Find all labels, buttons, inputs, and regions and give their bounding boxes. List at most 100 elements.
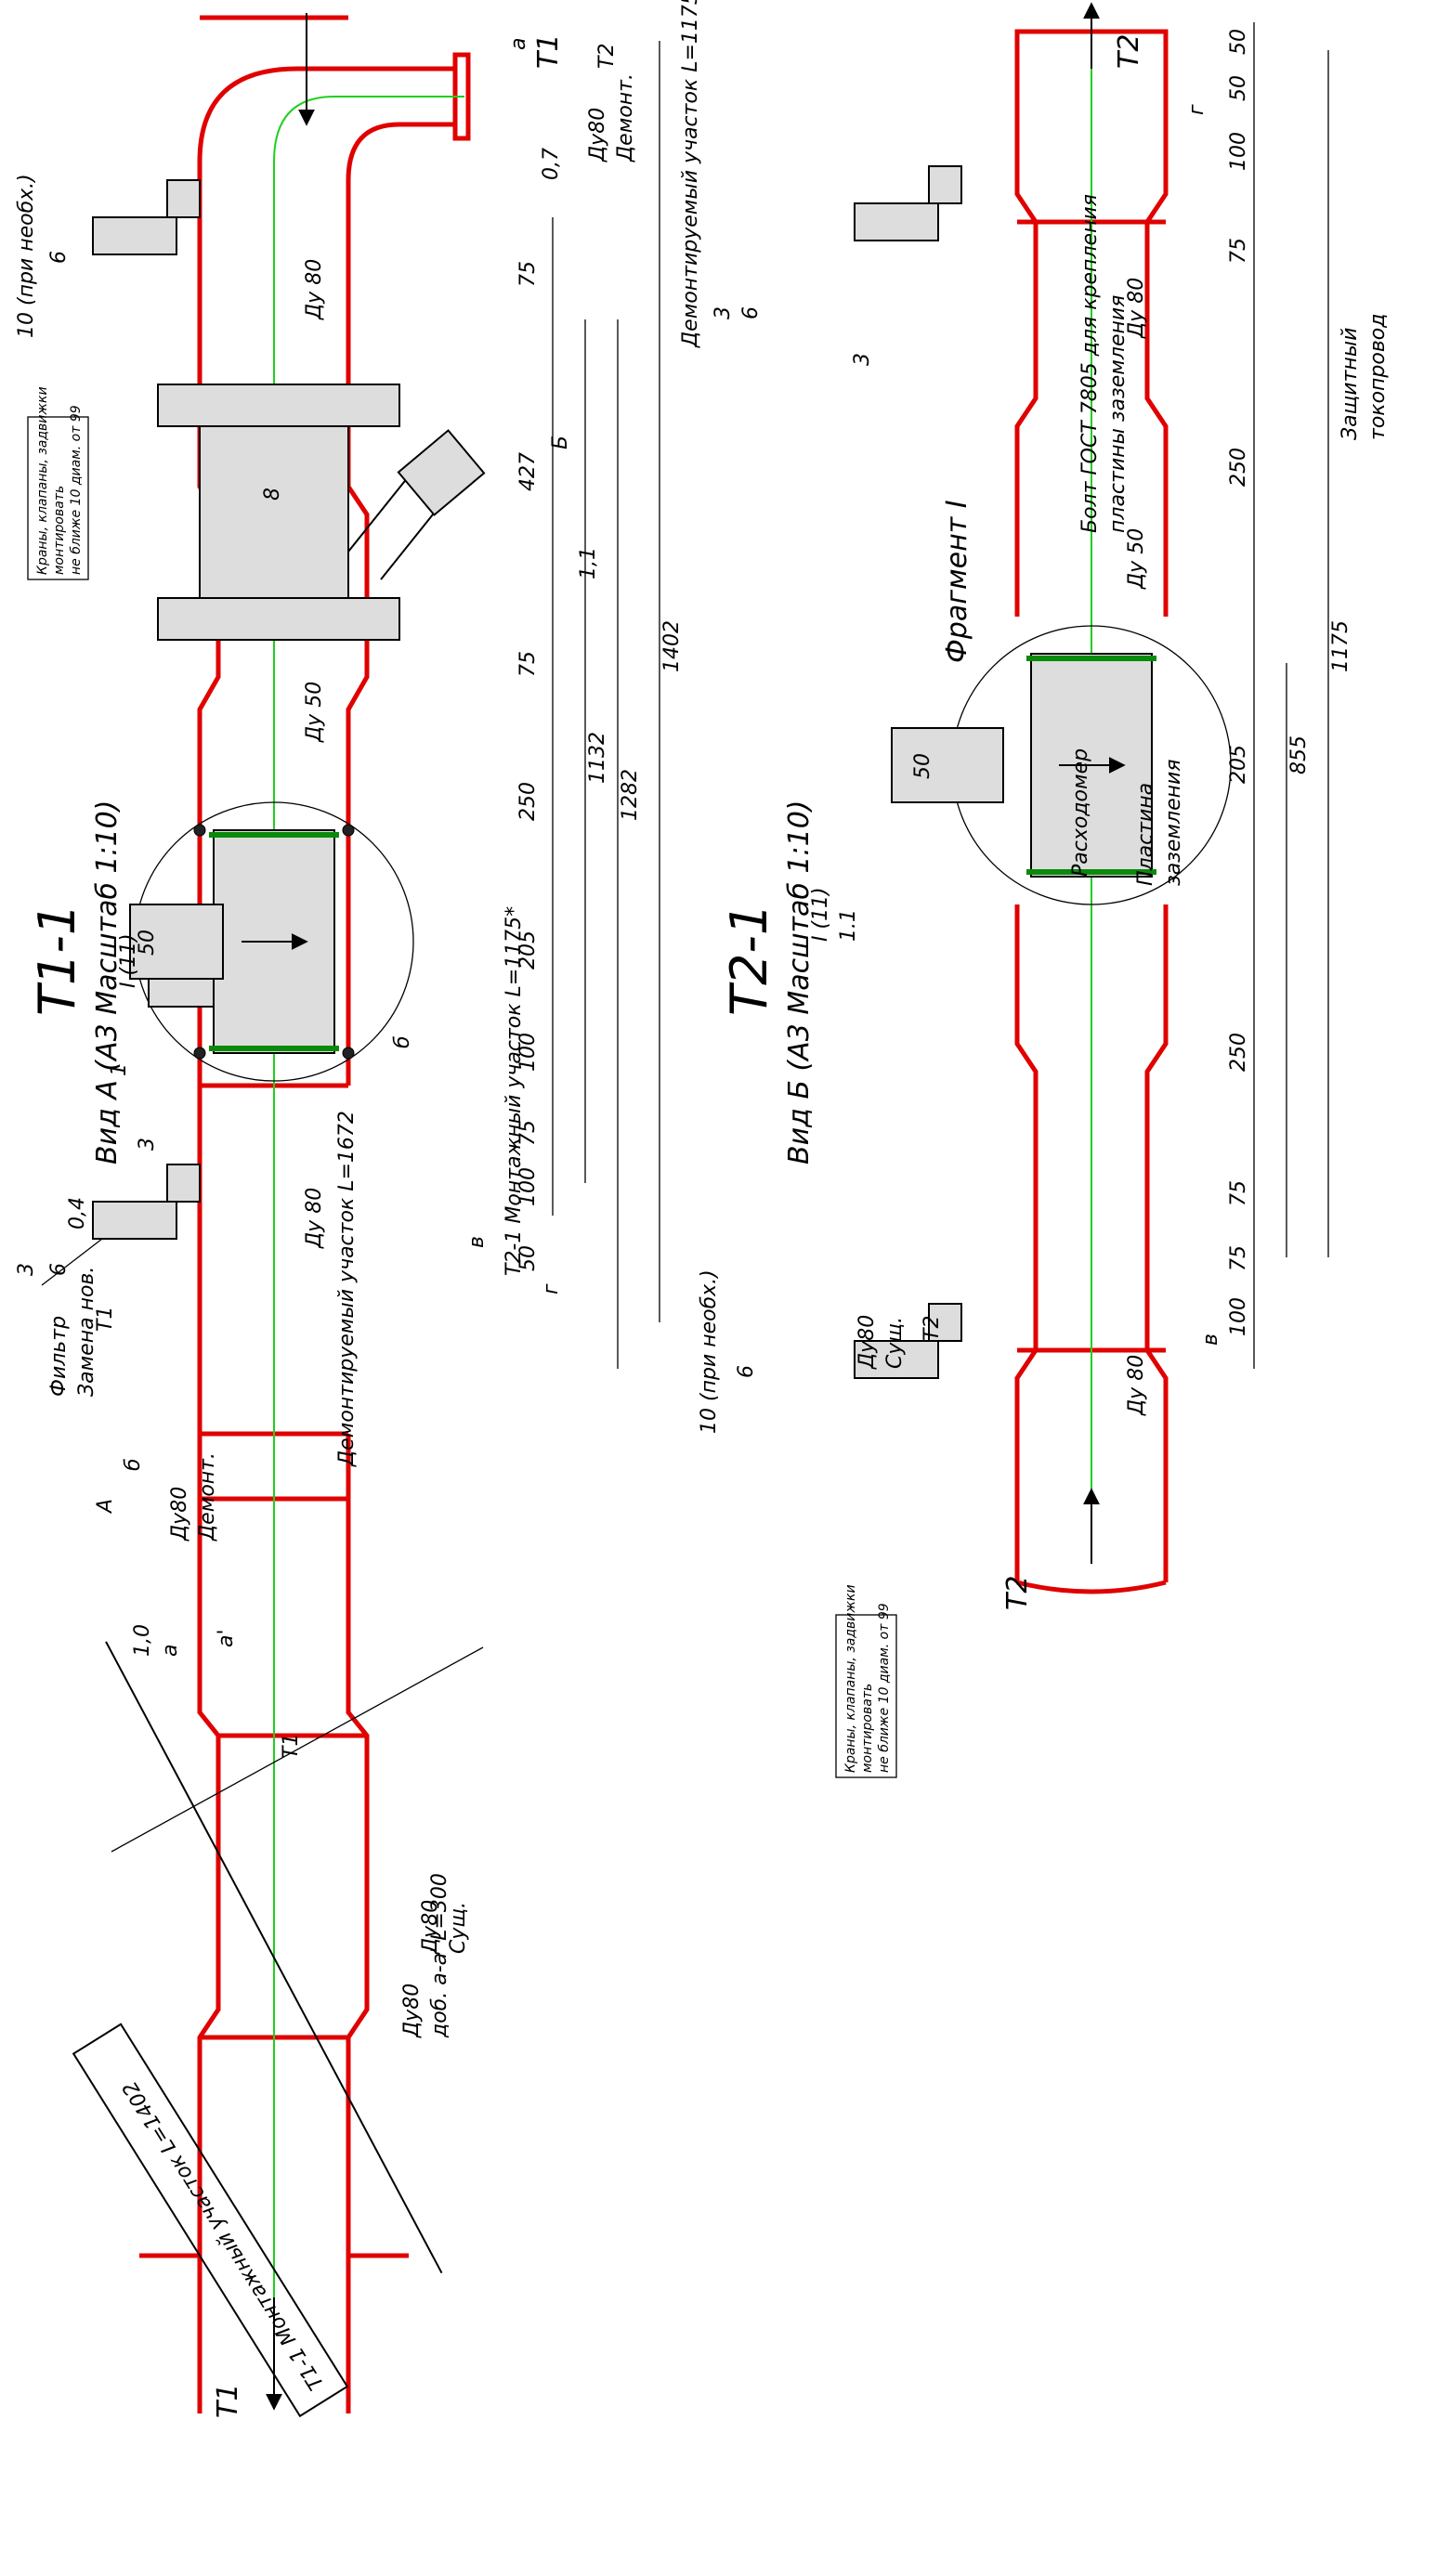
t2-note-3: не ближе 10 диам. от 99 — [877, 1603, 892, 1773]
t1-dim-3: 75 — [516, 651, 540, 677]
t2-dn80-b: Ду 80 — [1125, 278, 1148, 339]
t1-dn80-b: Ду 80 — [303, 259, 326, 320]
t1-dn50: Ду 50 — [303, 682, 326, 743]
t1-sum-1282: 1282 — [619, 769, 642, 821]
iso1-slope-1: 1,0 — [131, 1624, 154, 1657]
t2-dim-10: 100 — [1227, 1297, 1250, 1336]
t2-sum-1175: 1175 — [1329, 620, 1352, 672]
t1-sum-1402: 1402 — [660, 620, 684, 672]
iso1-slope-2: 0,4 — [66, 1197, 89, 1229]
t1-title: Т1-1 — [28, 904, 86, 1016]
iso2-dn-dem-num: Ду80 — [586, 108, 609, 163]
fragment-I: Фрагмент I Болт ГОСТ 7805 для крепления … — [941, 194, 1390, 886]
t1-pt-a: а — [507, 38, 530, 50]
t2-flow-in: Т2 — [1001, 1576, 1034, 1610]
t2-callout-11: 1.1 — [837, 909, 860, 942]
t1-meter-label: 50 — [136, 930, 159, 956]
iso1-dn-dem-num: Ду80 — [168, 1487, 191, 1542]
t1-valve-low-den: 6 — [47, 251, 71, 264]
t1-sum-1132: 1132 — [586, 732, 609, 784]
t1-note: Краны, клапаны, задвижки монтировать не … — [27, 386, 89, 580]
iso2-view: Б — [549, 436, 572, 449]
t1-valve-low-num: 10 (при необх.) — [15, 174, 38, 338]
iso2-t2-bot: Т2 — [921, 1316, 944, 1341]
t2-dim-5: 250 — [1227, 448, 1250, 487]
iso1: Т1-1 Монтажный участок L=1402 Демонтируе… — [47, 1111, 484, 2418]
frag-cond: Защитный — [1339, 328, 1362, 440]
t1-flow-out: Т1 — [212, 2384, 244, 2418]
iso2-dn-dem-den: Демонт. — [614, 73, 637, 163]
t2-meter-label: 50 — [911, 753, 934, 779]
t2-dim-1: 50 — [1227, 29, 1250, 55]
t2-flowmeter: 50 — [891, 625, 1232, 905]
iso1-pt-b: б — [122, 1458, 145, 1471]
frag-title: Фрагмент I — [941, 500, 973, 663]
iso2-section: Т2-1 Монтажный участок L=1175* — [503, 906, 526, 1276]
t2-subtitle: Вид Б (А3 Масштаб 1:10) — [783, 800, 816, 1164]
t2-valve-low-num: 3 — [712, 306, 735, 319]
iso1-dn-dem-den: Демонт. — [196, 1452, 219, 1542]
t2-callout-frag: I (11) — [809, 887, 832, 942]
t2-dim-4: 75 — [1227, 238, 1250, 264]
t2-dim-7: 250 — [1227, 1033, 1250, 1072]
t2-dim-8: 75 — [1227, 1180, 1250, 1206]
frag-bolt2: пластины заземления — [1106, 295, 1130, 533]
iso1-section: Т1-1 Монтажный участок L=1402 — [119, 2076, 329, 2394]
iso1-t1-bot: Т1 — [280, 1734, 303, 1759]
t1-dn80-a: Ду 80 — [303, 1188, 326, 1249]
iso1-dn-ex-den: Сущ. — [447, 1902, 470, 1954]
iso1-filter-num: Фильтр — [47, 1316, 71, 1397]
t1-dim-1: 75 — [516, 261, 540, 287]
t2-flow-out: Т2 — [1113, 34, 1145, 69]
t2-dn80-a: Ду 80 — [1125, 1355, 1148, 1416]
t1-valve-low: 10 (при необх.) 6 — [15, 174, 201, 338]
t1-filter — [157, 384, 486, 641]
iso1-view: А — [94, 1499, 117, 1515]
t1-subtitle: Вид А (А3 Масштаб 1:10) — [91, 800, 124, 1164]
iso1-dn-add-num: Ду80 — [400, 1984, 424, 2038]
t2-valve-top-num: 10 (при необх.) — [698, 1269, 721, 1434]
t2-sum-855: 855 — [1287, 735, 1311, 774]
iso1-removed: Демонтируемый участок L=1672 — [335, 1111, 359, 1467]
iso2-dn-ex-den: Сущ. — [883, 1317, 907, 1369]
t1-dim-4: 250 — [516, 782, 540, 821]
t1-note-2: монтировать — [52, 486, 67, 575]
t1-flow-in: Т1 — [532, 34, 565, 69]
iso1-dn-add-den: доб. а-а' L=300 — [428, 1873, 451, 2038]
t1-dim-8: 100 — [516, 1167, 540, 1206]
t1-flowmeter: 50 — [129, 801, 414, 1082]
frag-cond2: токопровод — [1366, 314, 1390, 440]
iso2: Т2-1 Монтажный участок L=1175* Демонтиру… — [465, 0, 944, 1370]
t2-valve-top-den: 6 — [735, 1365, 758, 1378]
t2-valve-top: 10 (при необх.) 6 — [698, 1269, 962, 1434]
t2-dim-6: 205 — [1227, 745, 1250, 784]
iso2-dn-ex-num: Ду80 — [856, 1315, 879, 1370]
iso1-filter-den: Замена нов. — [75, 1267, 98, 1397]
t2-dn50: Ду 50 — [1125, 528, 1148, 590]
t1-pt-b: б — [391, 1035, 414, 1048]
iso2-slope-2: 0,7 — [540, 148, 563, 180]
t1-plan-view: Т1-1 Вид А (А3 Масштаб 1:10) — [15, 13, 684, 2418]
t1-callout-1: 1 — [108, 1063, 131, 1076]
iso1-pt-a: а — [159, 1645, 182, 1657]
t1-dim-chain: 75 427 75 250 205 100 75 100 50 1132 128… — [516, 41, 684, 1369]
frag-meter: Расходомер — [1069, 748, 1092, 877]
t2-callout-3: 3 — [851, 353, 874, 366]
t2-pt-g: г — [1185, 104, 1208, 115]
t1-callout-frag: I (11) — [117, 933, 140, 988]
t1-callout-3: 3 — [136, 1138, 159, 1151]
frag-plate: Пластина — [1134, 783, 1157, 886]
t1-dim-5: 205 — [516, 930, 540, 969]
frag-bolt: Болт ГОСТ 7805 для крепления — [1078, 194, 1102, 533]
t1-callout-8: 8 — [261, 488, 284, 501]
t2-dim-9: 75 — [1227, 1245, 1250, 1271]
t1-note-1: Краны, клапаны, задвижки — [35, 386, 50, 575]
t1-note-3: не ближе 10 диам. от 99 — [69, 405, 84, 575]
t2-valve-low-den: 6 — [739, 306, 763, 319]
frag-plate2: заземления — [1162, 759, 1185, 886]
iso1-t1-top: Т1 — [94, 1307, 117, 1332]
iso1-dn-ex-num: Ду80 — [419, 1900, 442, 1955]
iso1-pt-a2: а' — [215, 1629, 238, 1647]
